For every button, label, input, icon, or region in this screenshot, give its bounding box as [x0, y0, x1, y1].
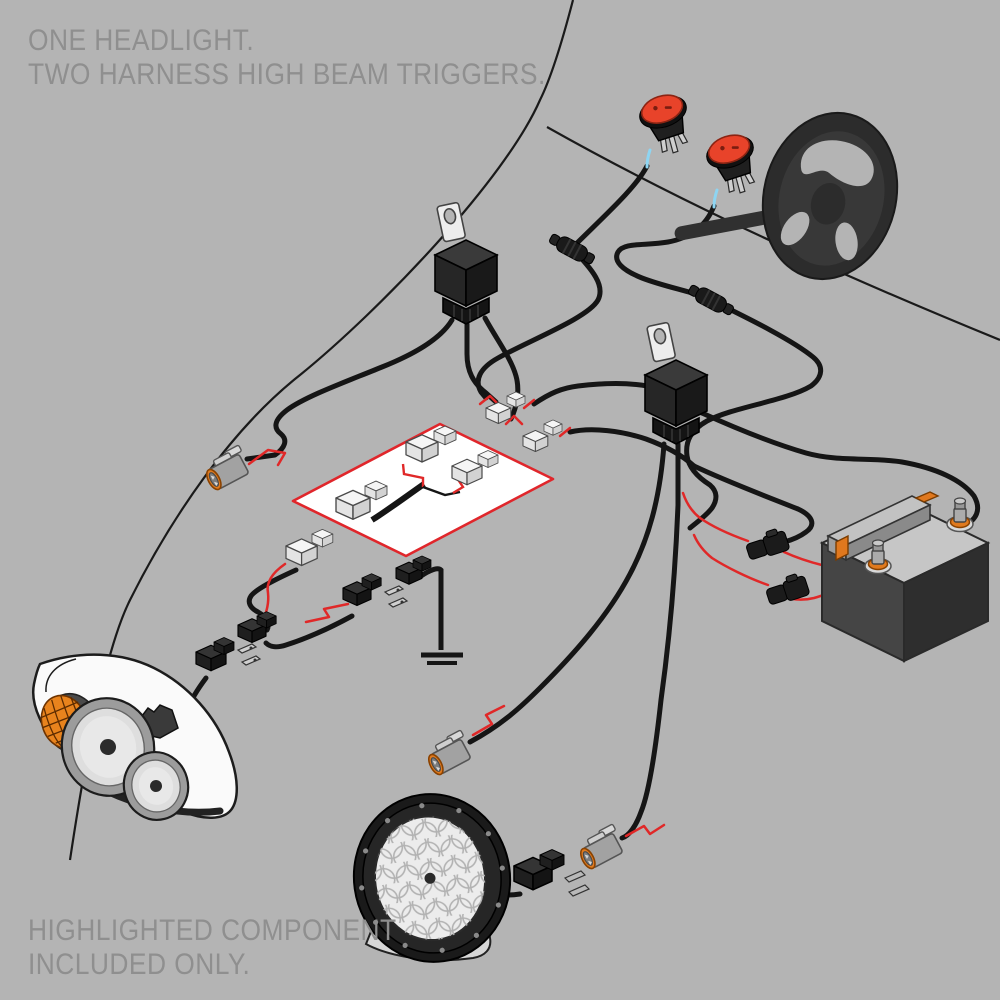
- footnote-line-2: INCLUDED ONLY.: [28, 948, 251, 981]
- battery-holddown-bar: [826, 491, 940, 562]
- wire-trigger2-run: [567, 427, 697, 469]
- car-battery: [819, 491, 991, 663]
- bezel-screws: [359, 803, 505, 953]
- highlighted-component-box: [291, 422, 555, 558]
- diagram-footnote: HIGHLIGHTED COMPONENT INCLUDED ONLY.: [28, 914, 397, 982]
- title-line-2: TWO HARNESS HIGH BEAM TRIGGERS.: [28, 58, 546, 91]
- headlight-lamp-low: [122, 751, 190, 821]
- wire-relay2-to-dt3: [619, 441, 681, 841]
- led-driving-light: [352, 793, 512, 963]
- ground-symbol: [419, 566, 463, 665]
- headlight-assembly: [32, 653, 238, 821]
- wire-relay2-to-dt2: [467, 441, 667, 745]
- steering-wheel: [674, 111, 899, 281]
- h4-male-spare-trigger: [342, 573, 409, 608]
- wire-switch2: [614, 203, 824, 531]
- wire-relay1-mid: [464, 321, 499, 405]
- footnote-line-1: HIGHLIGHTED COMPONENT: [28, 914, 397, 947]
- driving-light-connector: [513, 849, 591, 897]
- title-line-1: ONE HEADLIGHT.: [28, 24, 255, 57]
- switch-blue-leads: [645, 148, 719, 209]
- diagram-title: ONE HEADLIGHT. TWO HARNESS HIGH BEAM TRI…: [28, 24, 546, 92]
- wire-relay1-to-dt1: [244, 317, 455, 462]
- wire-h4-male-2: [263, 613, 355, 650]
- h4-male-headlight: [195, 637, 262, 672]
- wire-battery-negative: [699, 410, 981, 529]
- wire-switch1: [475, 163, 650, 401]
- light-body: [352, 793, 512, 963]
